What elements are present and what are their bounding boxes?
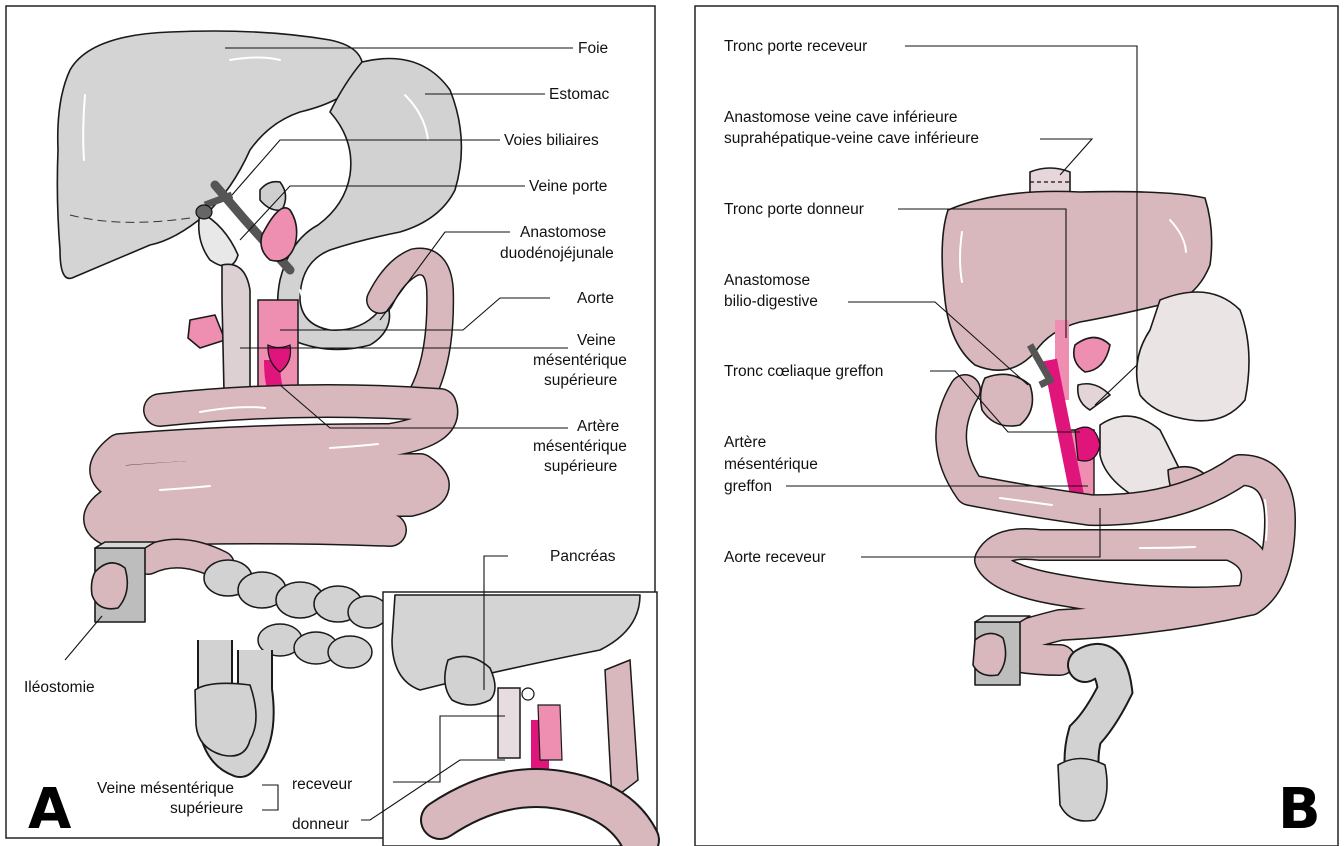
label-anast-bilio-2: bilio-digestive [724, 293, 818, 310]
label-artere-1: Artère [724, 434, 766, 451]
label-aorte-receveur: Aorte receveur [724, 549, 826, 566]
label-aorte: Aorte [577, 290, 614, 307]
label-ams-3: supérieure [544, 458, 617, 475]
label-anastomose-2: duodénojéjunale [500, 245, 614, 262]
label-tronc-coeliaque: Tronc cœliaque greffon [724, 363, 883, 380]
label-ams-1: Artère [577, 418, 619, 435]
panel-a: Foie Estomac Voies biliaires Veine porte… [6, 6, 657, 846]
label-anast-vci-2: suprahépatique-veine cave inférieure [724, 130, 979, 147]
label-vms-inset-2: supérieure [170, 800, 243, 817]
label-ileostomie: Iléostomie [24, 679, 95, 696]
label-voies-biliaires: Voies biliaires [504, 132, 599, 149]
panel-letter-a: A [28, 777, 72, 842]
label-veine-porte: Veine porte [529, 178, 607, 195]
label-anastomose-1: Anastomose [520, 224, 606, 241]
label-estomac: Estomac [549, 86, 610, 103]
label-artere-2: mésentérique [724, 456, 818, 473]
smv-a [222, 264, 250, 396]
label-receveur: receveur [292, 776, 352, 793]
label-vms-1: Veine [577, 332, 616, 349]
label-foie: Foie [578, 40, 608, 57]
label-anast-bilio-1: Anastomose [724, 272, 810, 289]
label-anast-vci-1: Anastomose veine cave inférieure [724, 109, 958, 126]
label-tronc-porte-receveur: Tronc porte receveur [724, 38, 867, 55]
label-tronc-porte-donneur: Tronc porte donneur [724, 201, 864, 218]
inset-a [383, 592, 657, 846]
label-ams-2: mésentérique [533, 438, 627, 455]
panel-b: Tronc porte receveur Anastomose veine ca… [695, 6, 1338, 846]
label-vms-inset-1: Veine mésentérique [97, 780, 234, 797]
ileostomy-a [91, 542, 155, 622]
panel-letter-b: B [1278, 777, 1321, 842]
label-vms-3: supérieure [544, 372, 617, 389]
label-vms-2: mésentérique [533, 352, 627, 369]
label-pancreas: Pancréas [550, 548, 616, 565]
label-artere-3: greffon [724, 478, 772, 495]
label-donneur: donneur [292, 816, 349, 833]
